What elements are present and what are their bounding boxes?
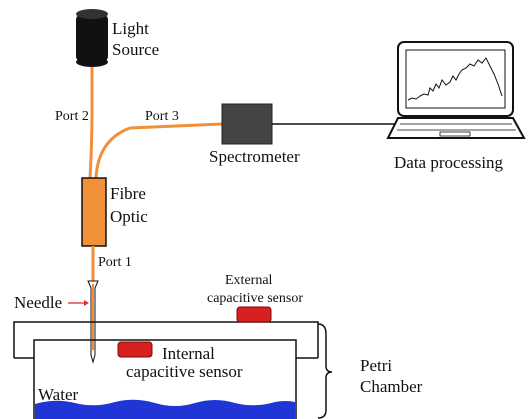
fibre-label-line1: Fibre (110, 184, 146, 203)
internal-label-line2: capacitive sensor (126, 362, 243, 381)
internal-label-line1: Internal (162, 344, 215, 363)
port2-label: Port 2 (55, 109, 89, 124)
port3-label: Port 3 (145, 109, 179, 124)
external-label-line2: capacitive sensor (207, 291, 303, 306)
fibre-label-line2: Optic (110, 207, 148, 226)
spectrometer-icon (221, 103, 273, 145)
laptop-icon (386, 41, 526, 139)
port1-label: Port 1 (98, 255, 132, 270)
light-source-label-line2: Source (112, 40, 159, 59)
water-region (35, 399, 295, 419)
needle-label: Needle (14, 293, 62, 312)
fibre-port3-line (94, 122, 223, 179)
fibre-optic-body (81, 177, 107, 247)
needle-arrow (68, 300, 89, 306)
internal-sensor-icon (117, 341, 153, 358)
petri-label-line2: Chamber (360, 377, 423, 396)
light-source-icon (76, 9, 108, 67)
petri-label-line1: Petri (360, 356, 392, 375)
spectrum-plot-line (407, 57, 503, 101)
spectrometer-label: Spectrometer (209, 147, 300, 166)
external-sensor-icon (236, 306, 272, 323)
data-processing-label: Data processing (394, 153, 504, 172)
fibre-port2-line (88, 67, 94, 179)
petri-brace (317, 323, 333, 419)
external-label-line1: External (225, 273, 273, 288)
light-source-label-line1: Light (112, 19, 149, 38)
petri-chamber (13, 321, 319, 419)
water-label: Water (38, 385, 78, 404)
